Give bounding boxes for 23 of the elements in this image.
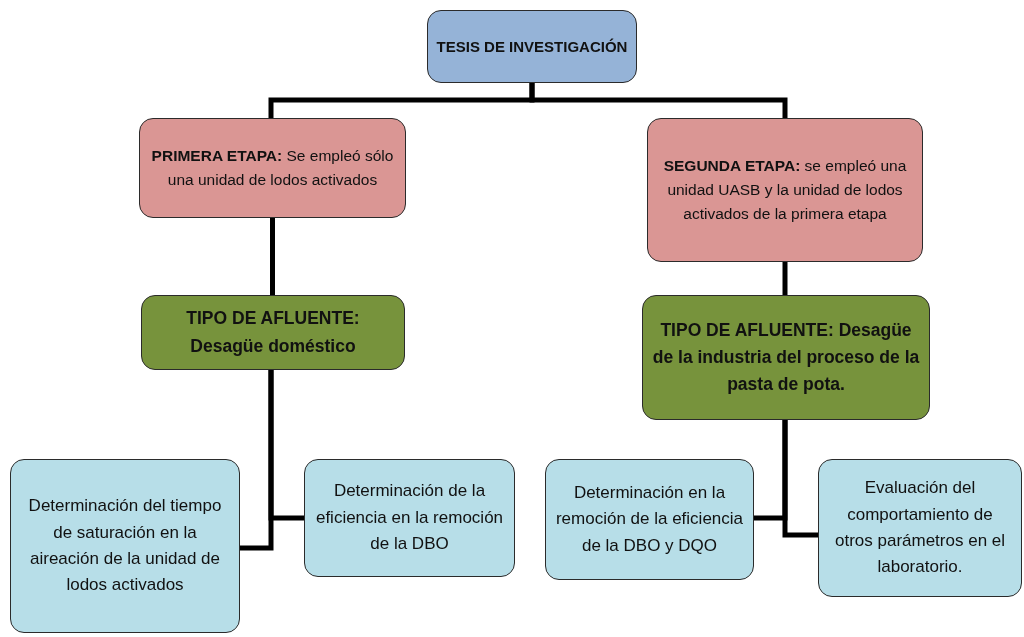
box-text: PRIMERA ETAPA: Se empleó sólo una unidad de lodos activados <box>150 146 395 190</box>
box-text: TIPO DE AFLUENTE: Desagüe doméstico <box>185 307 361 358</box>
task-box <box>818 459 1022 597</box>
box-text: Determinación en la remoción de la eficiencia de la DBO y DQO <box>554 482 745 557</box>
box-text: TESIS DE INVESTIGACIÓN <box>436 36 628 57</box>
box-text: Evaluación del comportamiento de otros parámetros en el laboratorio. <box>833 477 1007 579</box>
box-text: TIPO DE AFLUENTE: Desagüe de la industria del proceso de la pasta de pota. <box>651 318 921 397</box>
task-box <box>304 459 515 577</box>
stage-box <box>139 118 406 218</box>
connector-line <box>782 420 818 538</box>
box-text: SEGUNDA ETAPA: se empleó una unidad UASB y la unidad de lodos activados de la primera etapa <box>662 155 908 224</box>
connector-line <box>782 262 788 295</box>
task-box <box>545 459 754 580</box>
task-box <box>10 459 240 633</box>
box-text: Determinación del tiempo de saturación en la aireación de la unidad de lodos activados <box>27 495 223 597</box>
influent-box <box>141 295 405 370</box>
box-text: Determinación de la eficiencia en la remoción de la DBO <box>314 480 505 556</box>
stage-box <box>647 118 923 262</box>
connector-line <box>270 218 275 295</box>
connector-line <box>529 83 788 118</box>
influent-box <box>642 295 930 420</box>
connector-line <box>268 370 304 521</box>
title-box <box>427 10 637 83</box>
